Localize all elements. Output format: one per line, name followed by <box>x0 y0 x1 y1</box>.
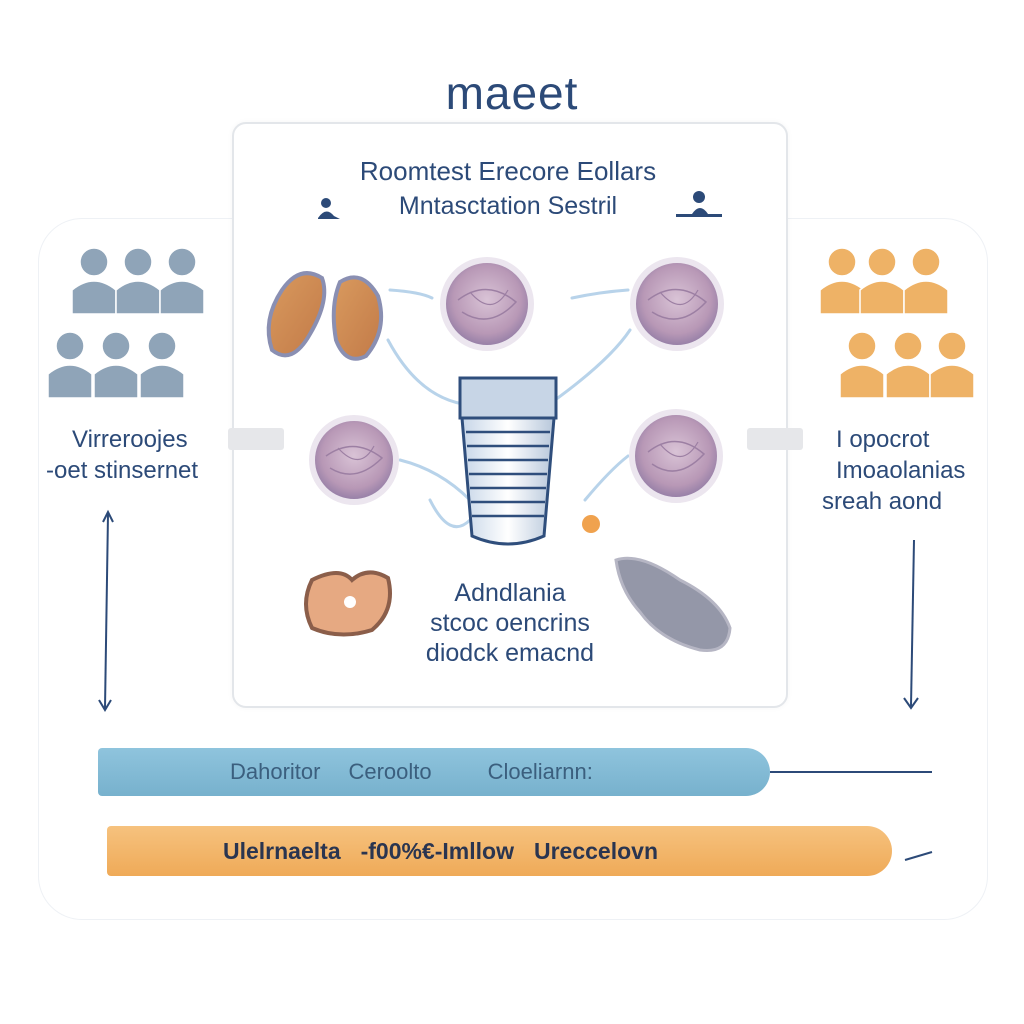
blue-bar-label: Ceroolto <box>348 759 432 784</box>
tissue-disc-icon <box>309 415 399 505</box>
right-caption-line: Imoaolanias <box>836 457 966 484</box>
liver-organ-icon <box>614 556 732 653</box>
orange-dot <box>582 515 600 533</box>
left-arrow <box>98 509 114 712</box>
left-connector-tab <box>228 428 284 450</box>
blue-bar-label: Cloeliarnn: <box>487 759 593 784</box>
right-caption-line: sreah aond <box>822 488 943 515</box>
orange-bar-label: Ureccelovn <box>533 837 658 864</box>
orange-bar-label: Ulelrnaelta <box>223 837 341 864</box>
tissue-disc-icon <box>440 257 534 351</box>
person-icon-right <box>676 191 722 217</box>
people-group-grey <box>47 247 205 399</box>
middle-caption-line: diodck emacnd <box>425 639 595 667</box>
blue-bar-label: Dahoritor <box>230 759 321 784</box>
middle-caption-line: Adndlania <box>454 579 566 607</box>
card-subheading: Mntasctation Sestril <box>398 192 618 220</box>
right-arrow <box>903 539 919 710</box>
person-icon-left <box>318 198 340 219</box>
orange-bar-leader-line <box>904 851 933 861</box>
middle-caption-line: stcoc oencrins <box>430 609 590 637</box>
card-heading: Roomtest Erecore Eollars <box>359 156 657 186</box>
right-caption-line: I opocrot <box>836 426 930 453</box>
server-stack-icon <box>458 376 558 546</box>
tissue-disc-icon <box>630 257 724 351</box>
people-group-orange <box>819 247 975 399</box>
middle-caption: Adndlania stcoc oencrins diodck emacnd <box>395 578 625 668</box>
organ-icon-pair <box>266 271 384 361</box>
right-connector-tab <box>747 428 803 450</box>
blue-timeline-bar: Dahoritor Ceroolto Cloeliarnn: <box>98 748 770 796</box>
orange-bar-label: -f00%€-Imllow <box>360 837 514 864</box>
page-title: maeet <box>445 67 579 119</box>
left-caption-line: Virreroojes <box>72 426 188 453</box>
heart-organ-icon <box>304 570 392 637</box>
left-panel-caption: Virreroojes -oet stinsernet <box>46 424 226 486</box>
left-caption-line: -oet stinsernet <box>46 457 199 484</box>
orange-timeline-bar: Ulelrnaelta -f00%€-Imllow Ureccelovn <box>107 826 892 876</box>
right-panel-caption: I opocrot Imoaolanias sreah aond <box>822 424 992 517</box>
tissue-disc-icon <box>629 409 723 503</box>
